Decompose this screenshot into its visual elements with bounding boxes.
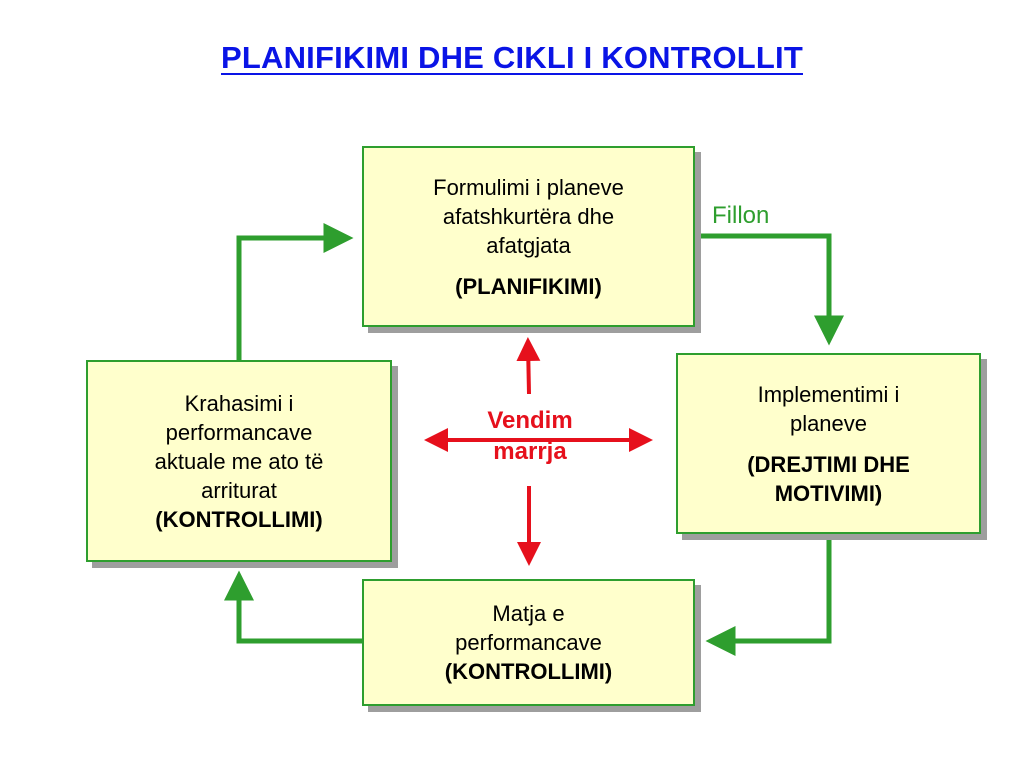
measurement-box: Matja e performancave (KONTROLLIMI) [362,579,695,706]
planning-text-line: afatshkurtëra dhe [442,203,615,229]
comparison-phase-label: (KONTROLLIMI) [155,506,323,532]
comparison-text-line: aktuale me ato të [154,448,324,474]
comparison-text-line: arriturat [201,477,277,503]
decision-making-label: Vendim marrja [458,405,602,467]
planning-text-line: afatgjata [486,232,571,258]
start-label: Fillon [712,202,770,229]
arrow-measurement-to-comparison [224,570,362,644]
arrow-implementation-to-measurement [705,534,832,656]
planning-phase-label: (PLANIFIKIMI) [455,273,602,299]
measurement-phase-label: (KONTROLLIMI) [444,659,613,684]
measurement-text-line: performancave [455,630,602,655]
decision-label-line: marrja [493,438,567,465]
page-title: PLANIFIKIMI DHE CIKLI I KONTROLLIT [221,40,803,75]
comparison-text-line: Krahasimi i [184,390,294,416]
implementation-phase-label: MOTIVIMI) [774,480,883,506]
planning-box: Formulimi i planeve afatshkurtëra dhe af… [362,146,695,327]
implementation-text-line: Implementimi i [757,381,900,407]
implementation-box: Implementimi i planeve (DREJTIMI DHE MOT… [676,353,981,534]
comparison-box: Krahasimi i performancave aktuale me ato… [86,360,392,562]
arrow-decision-up [516,337,541,395]
measurement-text-line: Matja e [492,601,565,626]
arrow-planning-to-implementation [695,233,844,346]
comparison-text-line: performancave [165,419,313,445]
decision-label-line: Vendim [487,407,573,434]
arrow-comparison-to-planning [236,223,354,360]
implementation-phase-label: (DREJTIMI DHE [747,451,910,477]
planning-text-line: Formulimi i planeve [433,174,624,200]
implementation-text-line: planeve [789,410,868,436]
